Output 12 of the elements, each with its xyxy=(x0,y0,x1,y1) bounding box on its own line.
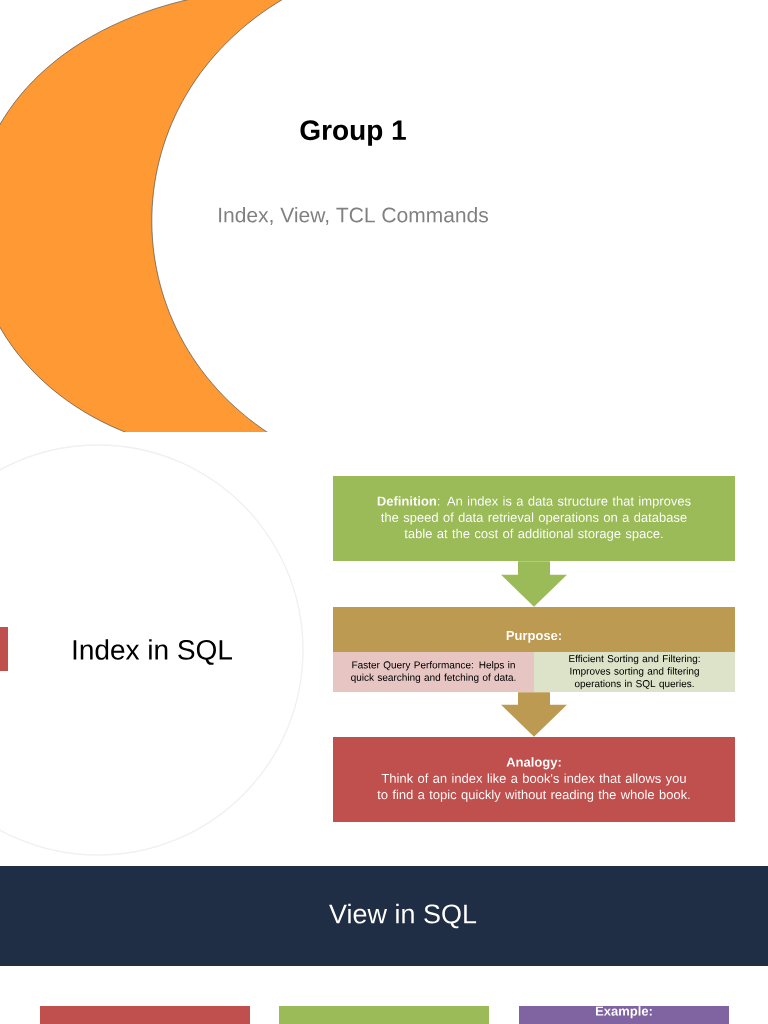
example-box: Example: xyxy=(519,1006,729,1024)
slide-title: Group 1 xyxy=(300,120,406,146)
purpose-item-box: Faster Query Performance: Helps in quick searching and fetching of data. xyxy=(333,652,534,692)
definition-box xyxy=(40,1006,250,1024)
definition-box: Definition: An index is a data structure that improves the speed of data retrieval operations on a database table at the cost of additional storage space. xyxy=(333,476,735,561)
purpose-box: Purpose: Faster Query Performance: Helps in quick searching and fetching of data. Efficient Sorting and Filtering: Improves sorting and filtering operations in SQL queries. xyxy=(333,607,735,692)
analogy-box: Analogy: Think of an index like a book's index that allows you to find a topic quickly without reading the whole book. xyxy=(333,737,735,822)
slide-subtitle: Index, View, TCL Commands xyxy=(219,207,488,225)
slide-title: View in SQL xyxy=(329,903,477,929)
slide-title: Index in SQL xyxy=(73,639,232,665)
purpose-item-box: Efficient Sorting and Filtering: Improves sorting and filtering operations in SQL queries. xyxy=(534,652,735,692)
syntax-box xyxy=(279,1006,489,1024)
